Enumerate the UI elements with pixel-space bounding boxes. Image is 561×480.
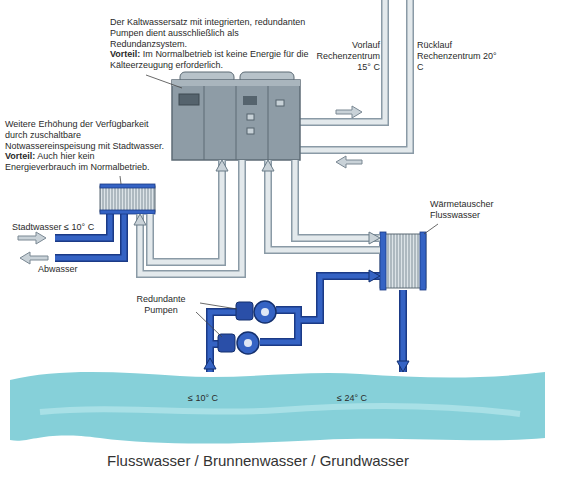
pipe-fill [401, 290, 406, 372]
component-label: Wärmetauscher Flusswasser [430, 199, 530, 221]
city-water-heat-exchanger [100, 184, 155, 214]
pipe-outline [399, 290, 407, 372]
river-heat-exchanger [380, 232, 426, 290]
pump-group-node: Redundante Pumpen [205, 295, 305, 358]
flow-arrowhead [204, 358, 216, 369]
river-water [10, 372, 545, 444]
pipe-label: Abwasser [38, 264, 78, 275]
leader-line [120, 75, 438, 337]
pipe-fill [150, 160, 222, 262]
pipe-outline [295, 160, 380, 238]
pipe-connector [150, 160, 228, 262]
pipe-connector [295, 160, 380, 244]
pipe-connector [305, 270, 380, 320]
pipe-fill [295, 160, 380, 238]
flow-arrowhead [369, 232, 380, 244]
callout-text: Weitere Erhöhung der Verfügbarkeit durch… [5, 119, 165, 173]
pipe-fill [268, 160, 380, 250]
pipe-connector [397, 290, 409, 372]
flow-arrowhead [216, 160, 228, 171]
flow-arrowhead [397, 361, 409, 372]
pipe-fill [140, 160, 242, 274]
pipe-label: Stadtwasser ≤ 10° C [12, 222, 94, 233]
city-water-pipe [55, 212, 124, 258]
component-label: Redundante Pumpen [125, 294, 197, 316]
heat-exchanger-node: Weitere Erhöhung der Verfügbarkeit durch… [100, 184, 155, 214]
river-highlight [40, 406, 520, 414]
flow-arrowhead [369, 270, 380, 282]
return-pipe [300, 0, 410, 150]
caption: Flusswasser / Brunnenwasser / Grundwasse… [48, 452, 468, 469]
pipe-connector [204, 358, 216, 372]
temperature-label: ≤ 24° C [337, 393, 367, 404]
pipe-outline [140, 160, 242, 274]
chiller-unit-node: Der Kaltwassersatz mit integrierten, red… [172, 80, 300, 160]
water-body-node: ≤ 10° C ≤ 24° C [10, 372, 545, 440]
chiller-unit [172, 72, 300, 160]
pipe-outline [268, 160, 380, 250]
flow-arrowhead [262, 160, 274, 171]
pump-symbol [218, 332, 259, 354]
pipe-label: Vorlauf Rechenzentrum 15° C [310, 40, 380, 72]
callout-text: Der Kaltwassersatz mit integrierten, red… [110, 17, 310, 71]
pipe-connector [262, 160, 380, 250]
pipe-outline [150, 160, 222, 262]
pump-symbol [236, 301, 276, 323]
flow-arrowhead [134, 214, 146, 225]
supply-pipe [300, 0, 385, 122]
heat-exchanger-node: Wärmetauscher Flusswasser [380, 232, 426, 290]
pipe-connector [134, 160, 242, 274]
temperature-label: ≤ 10° C [188, 393, 218, 404]
pipe-label: Rücklauf Rechenzentrum 20° C [417, 40, 497, 72]
